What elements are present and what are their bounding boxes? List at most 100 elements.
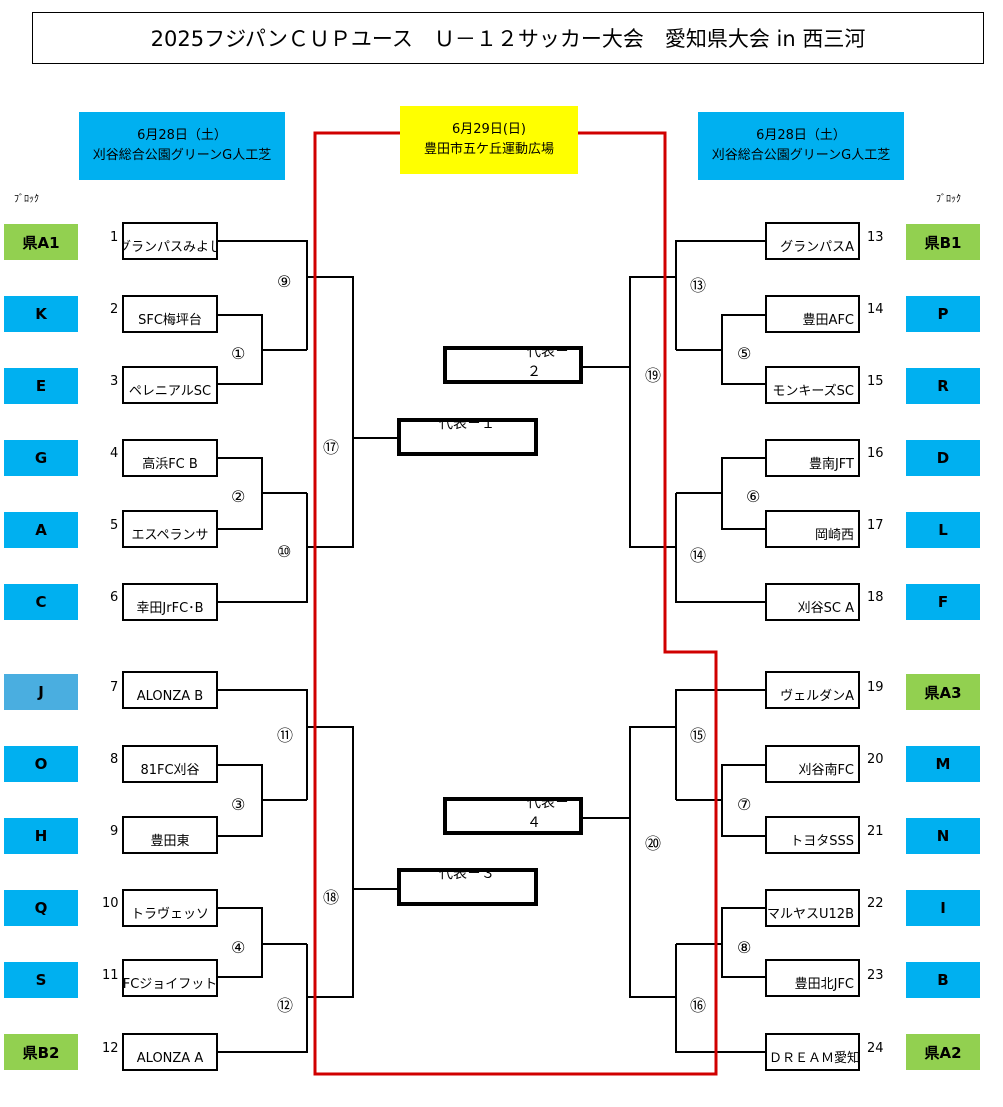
block-cell: 県B1: [906, 224, 980, 260]
venue-left: 6月28日（土） 刈谷総合公園グリーンG人工芝: [79, 112, 285, 180]
team-box: 豊田AFC: [765, 295, 860, 333]
seed-number: 9: [110, 824, 119, 839]
block-cell: A: [4, 512, 78, 548]
seed-number: 4: [110, 446, 119, 461]
venue-final-date: 6月29日(日): [452, 122, 526, 137]
team-box: ヴェルダンA: [765, 671, 860, 709]
team-box: SFC梅坪台: [122, 295, 218, 333]
match-number: ⑧: [737, 938, 752, 957]
seed-number: 1: [110, 230, 119, 245]
team-box: トラヴェッソ: [122, 889, 218, 927]
team-box: 幸田JrFC･B: [122, 583, 218, 621]
representative-label: 代表－３: [439, 868, 495, 882]
representative-label: 代表－２: [527, 346, 569, 380]
team-box: 岡崎西: [765, 510, 860, 548]
seed-number: 20: [867, 752, 884, 767]
seed-number: 16: [867, 446, 884, 461]
seed-number: 24: [867, 1041, 884, 1056]
match-number: ⑱: [323, 888, 340, 907]
match-number: ⑳: [645, 834, 662, 853]
seed-number: 11: [102, 968, 119, 983]
seed-number: 15: [867, 374, 884, 389]
team-box: ALONZA A: [122, 1033, 218, 1071]
block-cell: D: [906, 440, 980, 476]
block-cell: L: [906, 512, 980, 548]
match-number: ①: [231, 344, 246, 363]
match-number: ⑮: [690, 726, 707, 745]
seed-number: 17: [867, 518, 884, 533]
match-number: ④: [231, 938, 246, 957]
venue-final: 6月29日(日) 豊田市五ケ丘運動広場: [400, 106, 578, 174]
match-number: ⑪: [277, 726, 294, 745]
block-cell: C: [4, 584, 78, 620]
block-cell: H: [4, 818, 78, 854]
match-number: ⑤: [737, 344, 752, 363]
seed-number: 2: [110, 302, 119, 317]
block-cell: P: [906, 296, 980, 332]
seed-number: 19: [867, 680, 884, 695]
representative-box-1: 代表－１: [397, 418, 538, 456]
venue-right: 6月28日（土） 刈谷総合公園グリーンG人工芝: [698, 112, 904, 180]
block-cell: F: [906, 584, 980, 620]
team-box: FCジョイフット: [122, 959, 218, 997]
block-cell: 県A2: [906, 1034, 980, 1070]
block-cell: N: [906, 818, 980, 854]
seed-number: 7: [110, 680, 119, 695]
seed-number: 3: [110, 374, 119, 389]
block-cell: M: [906, 746, 980, 782]
block-cell: G: [4, 440, 78, 476]
block-header-right: ﾌﾞﾛｯｸ: [936, 194, 961, 205]
block-cell: K: [4, 296, 78, 332]
block-cell: R: [906, 368, 980, 404]
team-box: 高浜FC B: [122, 439, 218, 477]
team-box: 81FC刈谷: [122, 745, 218, 783]
match-number: ⑬: [690, 276, 707, 295]
venue-left-place: 刈谷総合公園グリーンG人工芝: [92, 148, 272, 163]
team-box: マルヤスU12B: [765, 889, 860, 927]
match-number: ⑲: [645, 366, 662, 385]
match-number: ⑩: [277, 542, 292, 561]
match-number: ⑭: [690, 546, 707, 565]
page-title: 2025フジパンＣＵＰユース Ｕ－１２サッカー大会 愛知県大会 in 西三河: [32, 12, 984, 64]
block-cell: I: [906, 890, 980, 926]
seed-number: 10: [102, 896, 119, 911]
team-box: ALONZA B: [122, 671, 218, 709]
match-number: ⑥: [746, 487, 761, 506]
team-box: 豊南JFT: [765, 439, 860, 477]
block-cell: J: [4, 674, 78, 710]
venue-final-place: 豊田市五ケ丘運動広場: [423, 142, 554, 157]
team-box: トヨタSSS: [765, 816, 860, 854]
block-cell: Q: [4, 890, 78, 926]
match-number: ⑯: [690, 996, 707, 1015]
match-number: ③: [231, 795, 246, 814]
team-box: 豊田東: [122, 816, 218, 854]
seed-number: 23: [867, 968, 884, 983]
seed-number: 13: [867, 230, 884, 245]
team-box: エスペランサ: [122, 510, 218, 548]
team-box: 刈谷SC A: [765, 583, 860, 621]
seed-number: 12: [102, 1041, 119, 1056]
match-number: ⑦: [737, 795, 752, 814]
match-number: ②: [231, 487, 246, 506]
seed-number: 22: [867, 896, 884, 911]
seed-number: 6: [110, 590, 119, 605]
seed-number: 18: [867, 590, 884, 605]
block-cell: S: [4, 962, 78, 998]
venue-right-place: 刈谷総合公園グリーンG人工芝: [711, 148, 891, 163]
match-number: ⑰: [323, 438, 340, 457]
team-box: グランパスA: [765, 222, 860, 260]
block-cell: B: [906, 962, 980, 998]
representative-box-2: 代表－２: [443, 346, 583, 384]
seed-number: 8: [110, 752, 119, 767]
block-cell: 県A1: [4, 224, 78, 260]
match-number: ⑨: [277, 272, 292, 291]
venue-left-date: 6月28日（土）: [137, 128, 227, 143]
team-box: ペレニアルSC: [122, 366, 218, 404]
block-cell: 県A3: [906, 674, 980, 710]
block-cell: 県B2: [4, 1034, 78, 1070]
representative-label: 代表－４: [527, 797, 569, 831]
team-box: グランパスみよし: [122, 222, 218, 260]
block-cell: O: [4, 746, 78, 782]
block-cell: E: [4, 368, 78, 404]
